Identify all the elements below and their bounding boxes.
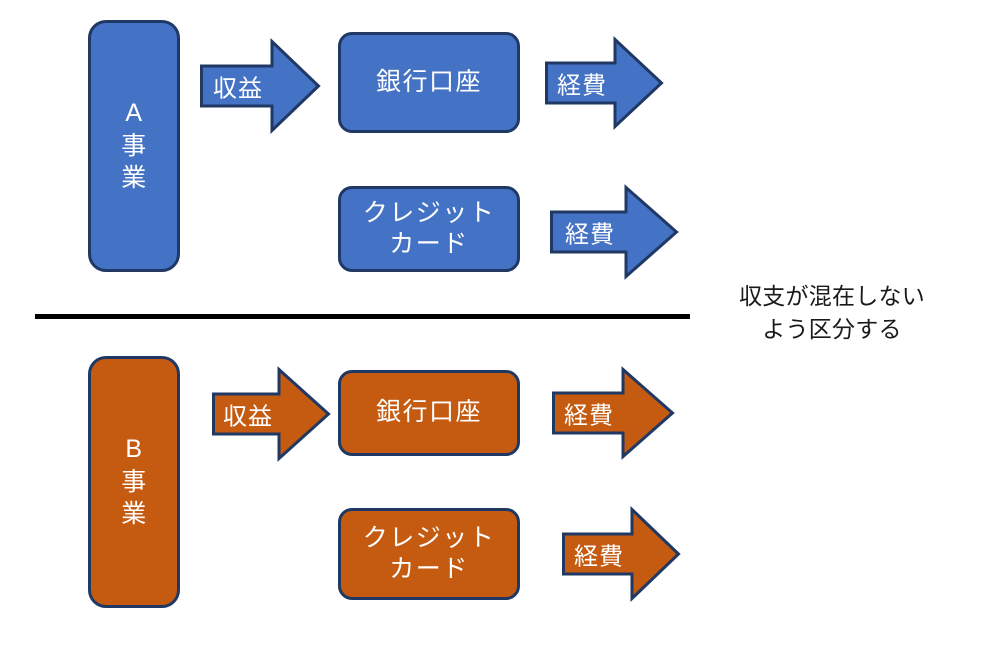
- card-expense-arrow-a[interactable]: 経費: [550, 184, 679, 280]
- business-box-a[interactable]: A 事 業: [88, 20, 180, 272]
- account-expense-arrow-b[interactable]: 経費: [552, 366, 675, 460]
- separation-note: 収支が混在しない よう区分する: [739, 283, 925, 342]
- credit-card-box-a[interactable]: クレジット カード: [338, 186, 520, 272]
- credit-card-box-b[interactable]: クレジット カード: [338, 508, 520, 600]
- bank-account-box-b[interactable]: 銀行口座: [338, 370, 520, 456]
- section-divider: [35, 314, 690, 319]
- account-expense-arrow-a[interactable]: 経費: [545, 36, 664, 130]
- bank-account-box-a[interactable]: 銀行口座: [338, 32, 520, 133]
- business-box-b[interactable]: B 事 業: [88, 356, 180, 608]
- revenue-arrow-a[interactable]: 収益: [200, 37, 321, 135]
- card-expense-arrow-b[interactable]: 経費: [562, 505, 681, 603]
- revenue-arrow-b[interactable]: 収益: [212, 366, 331, 462]
